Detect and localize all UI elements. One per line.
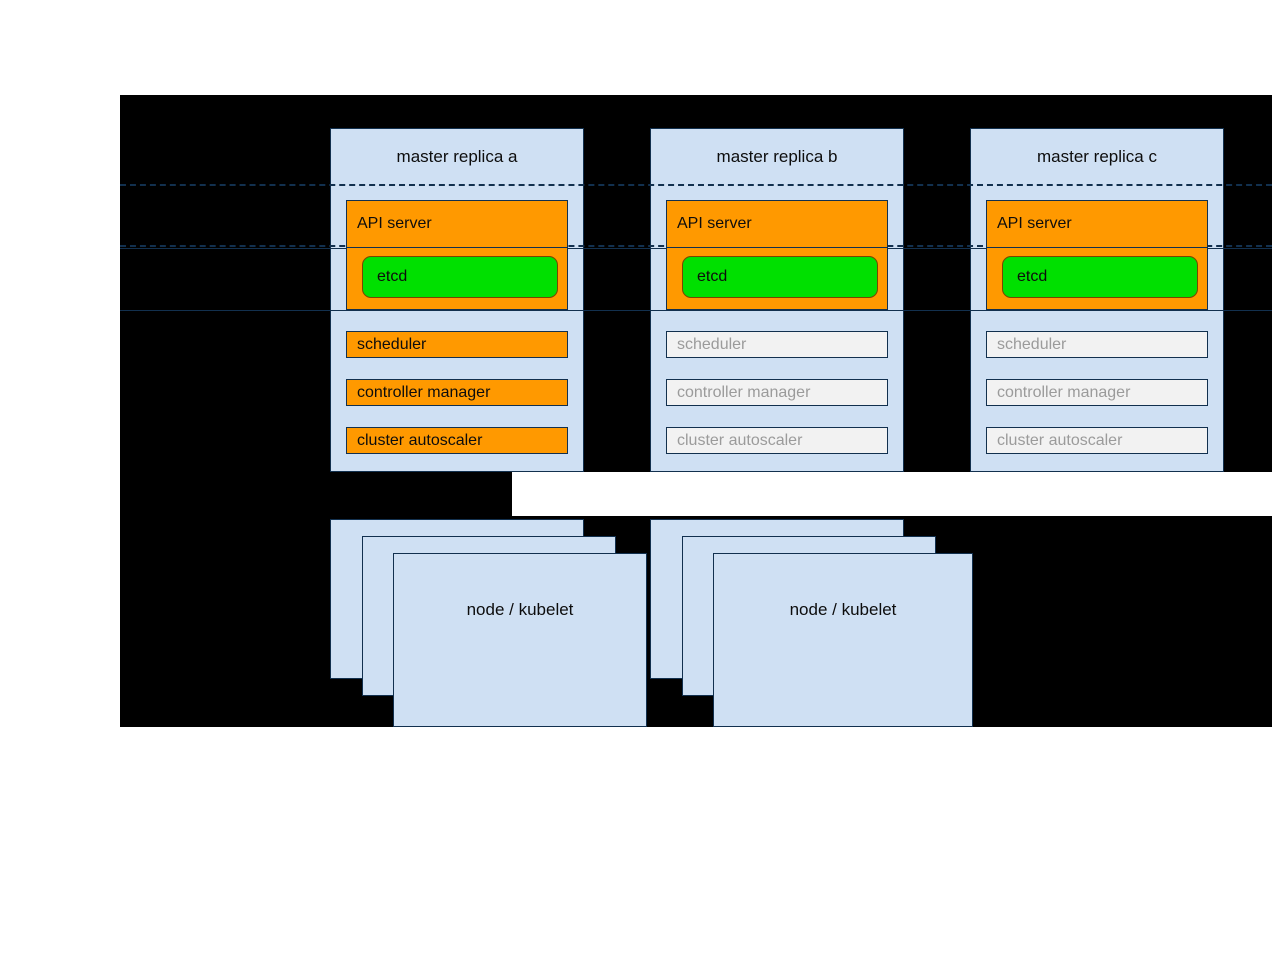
cluster-autoscaler-box-c[interactable]: cluster autoscaler bbox=[986, 427, 1208, 454]
node-label-1: node / kubelet bbox=[466, 600, 574, 619]
scheduler-box-c[interactable]: scheduler bbox=[986, 331, 1208, 358]
divider-solid-lower bbox=[120, 310, 1272, 311]
node-card-front-1[interactable]: node / kubelet bbox=[393, 553, 647, 727]
backdrop-notch bbox=[512, 472, 1280, 516]
node-label-2: node / kubelet bbox=[789, 600, 897, 619]
api-server-box-b[interactable]: API server bbox=[666, 200, 888, 248]
controller-manager-box-c[interactable]: controller manager bbox=[986, 379, 1208, 406]
divider-dashed-upper bbox=[120, 184, 1272, 186]
cluster-autoscaler-box-b[interactable]: cluster autoscaler bbox=[666, 427, 888, 454]
master-replica-c-title: master replica c bbox=[1037, 147, 1157, 166]
etcd-box-a[interactable]: etcd bbox=[362, 256, 558, 298]
api-server-box-a[interactable]: API server bbox=[346, 200, 568, 248]
node-card-front-2[interactable]: node / kubelet bbox=[713, 553, 973, 727]
master-replica-a-title: master replica a bbox=[396, 147, 518, 166]
master-replica-b-title: master replica b bbox=[716, 147, 838, 166]
etcd-box-b[interactable]: etcd bbox=[682, 256, 878, 298]
api-server-box-c[interactable]: API server bbox=[986, 200, 1208, 248]
controller-manager-box-a[interactable]: controller manager bbox=[346, 379, 568, 406]
scheduler-box-a[interactable]: scheduler bbox=[346, 331, 568, 358]
scheduler-box-b[interactable]: scheduler bbox=[666, 331, 888, 358]
etcd-box-c[interactable]: etcd bbox=[1002, 256, 1198, 298]
controller-manager-box-b[interactable]: controller manager bbox=[666, 379, 888, 406]
cluster-autoscaler-box-a[interactable]: cluster autoscaler bbox=[346, 427, 568, 454]
